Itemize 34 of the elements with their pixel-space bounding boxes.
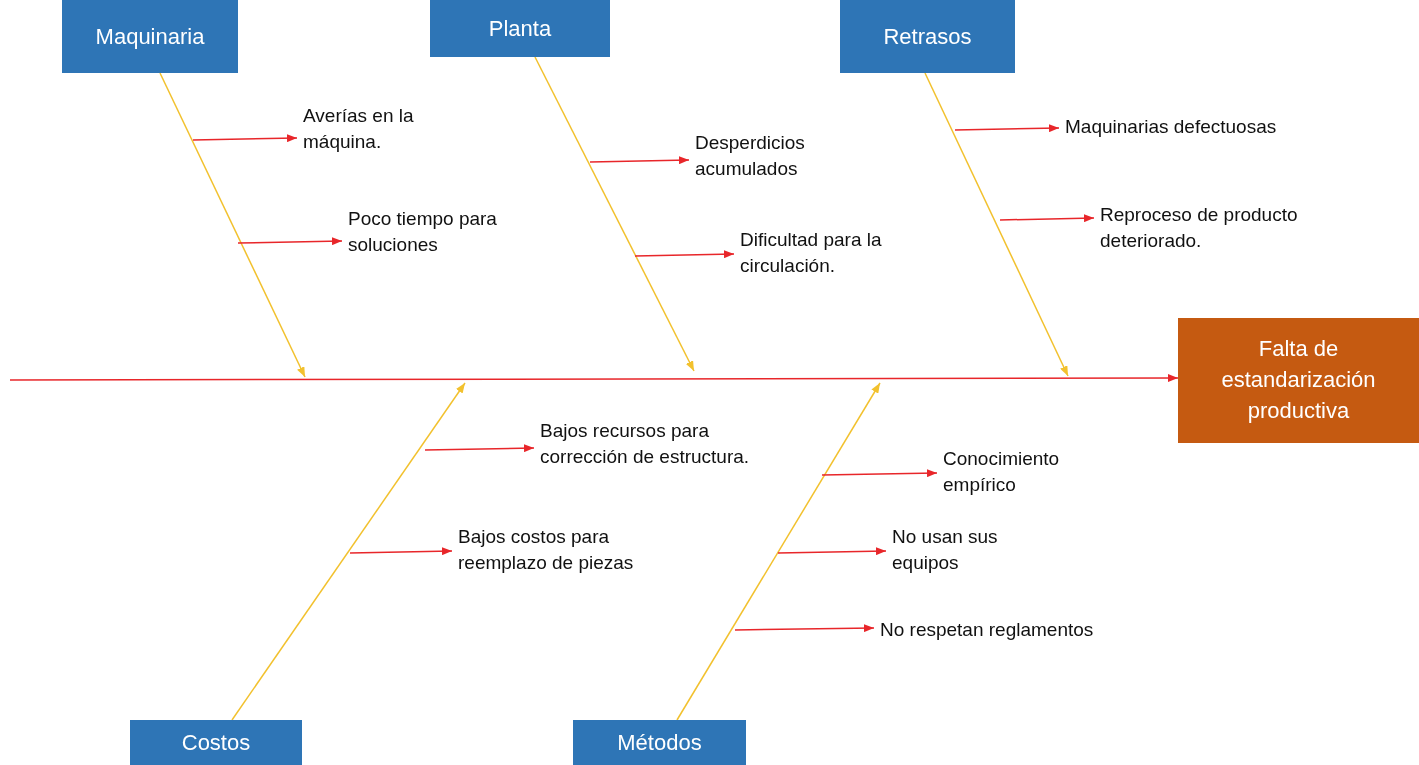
- arrow: [999, 214, 1095, 223]
- arrow: [734, 624, 875, 633]
- cause-text: Conocimiento empírico: [943, 446, 1113, 498]
- cause-text: Bajos costos para reemplazo de piezas: [458, 524, 658, 576]
- arrow: [924, 72, 1069, 377]
- cause-text: No respetan reglamentos: [880, 617, 1160, 643]
- arrow: [589, 156, 690, 165]
- category-box: Métodos: [573, 720, 746, 765]
- spine-arrow: [9, 374, 1179, 382]
- effect-box: Falta de estandarización productiva: [1178, 318, 1419, 443]
- cause-text: Poco tiempo para soluciones: [348, 206, 498, 258]
- category-box: Maquinaria: [62, 0, 238, 73]
- category-box: Costos: [130, 720, 302, 765]
- arrow: [159, 72, 306, 378]
- category-box: Planta: [430, 0, 610, 57]
- arrow: [821, 469, 938, 478]
- arrow: [954, 124, 1060, 133]
- cause-text: Reproceso de producto deteriorado.: [1100, 202, 1350, 254]
- cause-text: Desperdicios acumulados: [695, 130, 845, 182]
- arrow: [349, 547, 453, 556]
- cause-text: Averías en la máquina.: [303, 103, 463, 155]
- arrow: [424, 444, 535, 453]
- cause-text: No usan sus equipos: [892, 524, 1052, 576]
- arrow: [231, 382, 466, 721]
- arrow: [676, 382, 881, 721]
- cause-text: Dificultad para la circulación.: [740, 227, 885, 279]
- arrow: [634, 250, 735, 259]
- cause-text: Maquinarias defectuosas: [1065, 114, 1345, 140]
- arrow: [777, 547, 887, 556]
- arrow: [534, 56, 695, 372]
- arrow: [237, 237, 343, 246]
- cause-text: Bajos recursos para corrección de estructura.: [540, 418, 785, 470]
- arrow: [192, 134, 298, 143]
- category-box: Retrasos: [840, 0, 1015, 73]
